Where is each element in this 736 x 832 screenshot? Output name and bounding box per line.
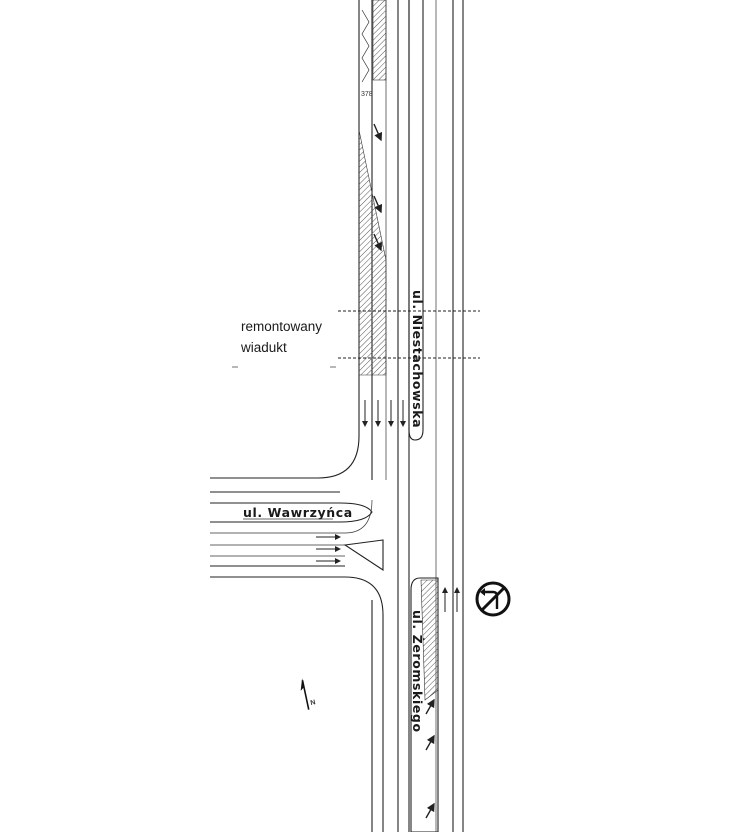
annotation-line-2: wiadukt [240, 340, 287, 355]
annotation-line-1: remontowany [241, 319, 322, 334]
street-label-zeromskiego: ul. Żeromskiego [410, 610, 425, 733]
street-label-niestachowska: ul. Niestachowska [410, 290, 425, 428]
north-label: N [310, 699, 316, 707]
small-label: 378 [361, 91, 373, 98]
hatched-areas [358, 0, 439, 701]
curb-north-west [210, 435, 360, 479]
lane-arrows [316, 123, 460, 819]
street-label-wawrzynca: ul. Wawrzyńca [243, 505, 353, 520]
north-arrow-icon: N [300, 678, 316, 710]
median-island-south [410, 577, 439, 832]
no-left-turn-sign-icon [475, 581, 511, 617]
viaduct-boundary [338, 310, 480, 359]
side-road-lines [210, 499, 384, 572]
median-island-north [408, 0, 424, 441]
zigzag-edge [361, 9, 370, 83]
